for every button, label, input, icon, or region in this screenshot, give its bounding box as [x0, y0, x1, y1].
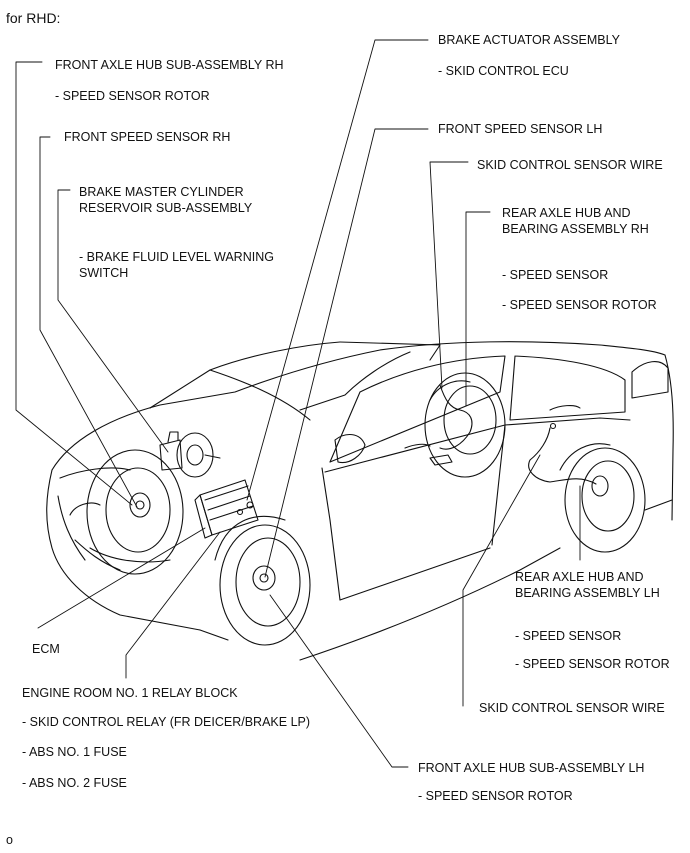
label-front-axle-hub-rh: FRONT AXLE HUB SUB-ASSEMBLY RH — [55, 58, 284, 72]
label-skid-wire-top: SKID CONTROL SENSOR WIRE — [477, 158, 663, 172]
label-relay-sub1: - SKID CONTROL RELAY (FR DEICER/BRAKE LP… — [22, 715, 311, 729]
label-rear-hub-lh-sub1: - SPEED SENSOR — [515, 629, 622, 643]
label-relay-sub2: - ABS NO. 1 FUSE — [22, 745, 127, 759]
footer-mark: o — [6, 833, 13, 847]
label-master-cylinder-line1: BRAKE MASTER CYLINDER — [79, 185, 244, 199]
car-body — [46, 341, 674, 661]
label-master-cylinder-line2: RESERVOIR SUB-ASSEMBLY — [79, 201, 253, 215]
label-rear-hub-rh-sub2: - SPEED SENSOR ROTOR — [502, 298, 657, 312]
label-ecm: ECM — [32, 642, 60, 656]
front-left-wheel — [214, 515, 311, 646]
rear-left-wheel — [559, 443, 646, 553]
label-rear-hub-lh-line2: BEARING ASSEMBLY LH — [515, 586, 660, 600]
label-brake-actuator: BRAKE ACTUATOR ASSEMBLY — [438, 33, 621, 47]
skid-wire-rear-left — [528, 422, 597, 485]
label-front-speed-sensor-rh: FRONT SPEED SENSOR RH — [64, 130, 231, 144]
brake-master-cylinder — [159, 431, 221, 478]
label-brake-actuator-sub: - SKID CONTROL ECU — [438, 64, 569, 78]
brake-actuator — [194, 479, 259, 539]
label-rear-hub-rh-line2: BEARING ASSEMBLY RH — [502, 222, 649, 236]
label-rear-hub-lh-line1: REAR AXLE HUB AND — [515, 570, 644, 584]
skid-wire-rear-right — [429, 384, 473, 466]
label-master-cylinder-sub2: SWITCH — [79, 266, 129, 280]
label-rear-hub-rh-sub1: - SPEED SENSOR — [502, 268, 609, 282]
leader-lines — [15, 39, 581, 768]
label-rear-hub-lh-sub2: - SPEED SENSOR ROTOR — [515, 657, 670, 671]
diagram-header: for RHD: — [6, 10, 61, 26]
label-front-axle-hub-lh: FRONT AXLE HUB SUB-ASSEMBLY LH — [418, 761, 645, 775]
label-front-axle-hub-lh-sub: - SPEED SENSOR ROTOR — [418, 789, 573, 803]
rear-right-wheel — [424, 372, 506, 478]
label-front-speed-sensor-lh: FRONT SPEED SENSOR LH — [438, 122, 603, 136]
front-right-wheel — [86, 449, 184, 575]
label-skid-wire-bottom: SKID CONTROL SENSOR WIRE — [479, 701, 665, 715]
label-master-cylinder-sub1: - BRAKE FLUID LEVEL WARNING — [79, 250, 274, 264]
label-relay-sub3: - ABS NO. 2 FUSE — [22, 776, 127, 790]
label-relay-block: ENGINE ROOM NO. 1 RELAY BLOCK — [22, 686, 238, 700]
label-front-axle-hub-rh-sub: - SPEED SENSOR ROTOR — [55, 89, 210, 103]
label-rear-hub-rh-line1: REAR AXLE HUB AND — [502, 206, 631, 220]
